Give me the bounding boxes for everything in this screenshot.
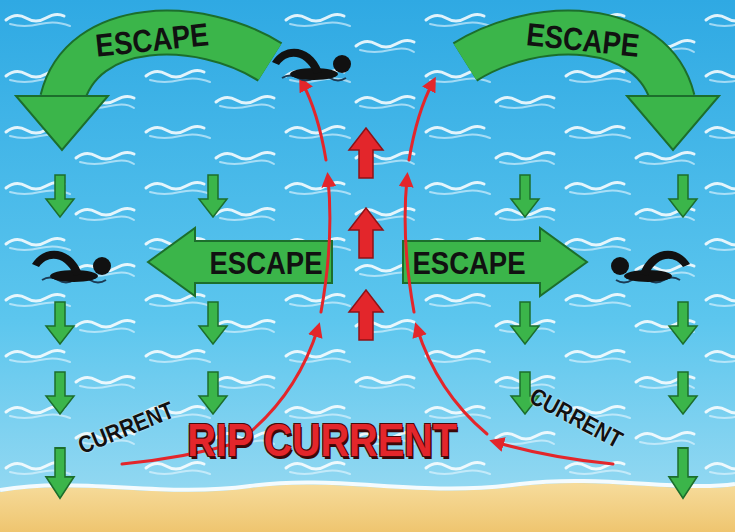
wave-texture	[0, 0, 735, 480]
rip-up-arrow	[349, 208, 383, 258]
current-line	[405, 178, 414, 312]
escape-arc-head	[16, 96, 108, 150]
escape-label: ESCAPE	[94, 18, 210, 62]
swimmer	[272, 49, 351, 81]
escape-label: ESCAPE	[412, 247, 525, 279]
rip-up-arrow	[349, 290, 383, 340]
escape-down-arrow	[669, 372, 697, 414]
escape-down-arrow	[46, 302, 74, 344]
current-line	[321, 178, 330, 312]
current-line	[302, 82, 326, 160]
current-label: CURRENT	[526, 384, 626, 453]
swimmer	[32, 251, 111, 283]
escape-down-arrow	[199, 302, 227, 344]
escape-down-arrow	[669, 302, 697, 344]
escape-left-arrow	[148, 228, 332, 296]
escape-down-arrow	[511, 302, 539, 344]
escape-down-arrow	[46, 175, 74, 217]
escape-down-arrow	[669, 448, 697, 498]
rip-up-arrow	[349, 128, 383, 178]
escape-down-arrow	[199, 372, 227, 414]
current-label: CURRENT	[75, 398, 178, 458]
escape-down-arrow	[46, 448, 74, 498]
current-line	[495, 442, 613, 464]
current-line	[409, 82, 433, 160]
swimmer	[611, 251, 690, 283]
escape-arc-head	[627, 96, 719, 150]
escape-down-arrow	[669, 175, 697, 217]
escape-label: ESCAPE	[209, 247, 322, 279]
escape-label: ESCAPE	[525, 18, 641, 62]
escape-down-arrow	[511, 175, 539, 217]
escape-down-arrow	[46, 372, 74, 414]
escape-right-arrow	[403, 228, 587, 296]
beach-sand	[0, 483, 735, 532]
shore-foam	[0, 481, 735, 490]
rip-current-title: RIP CURRENT	[187, 417, 457, 463]
escape-down-arrow	[199, 175, 227, 217]
